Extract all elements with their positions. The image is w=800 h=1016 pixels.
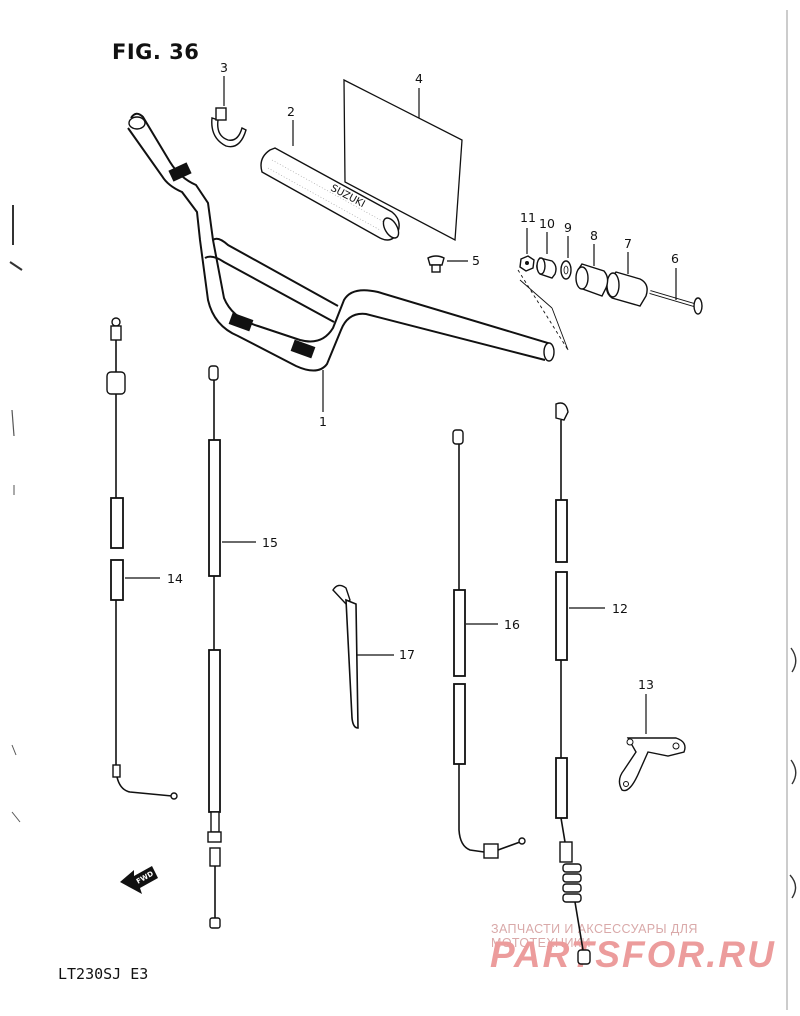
washer [560, 236, 572, 280]
handlebar-pad: SUZUKI [260, 120, 400, 241]
handlebar [127, 112, 555, 412]
bar-end-bolt [649, 268, 703, 315]
forward-arrow-icon: FWD [120, 866, 158, 894]
part-label-9: 9 [564, 220, 572, 235]
part-label-8: 8 [590, 228, 598, 243]
assembly-guide-lines [517, 269, 569, 351]
screw [427, 255, 468, 273]
cable-15 [207, 365, 256, 929]
part-label-10: 10 [539, 216, 555, 231]
watermark-logo: PARTSFOR.RU [490, 934, 776, 975]
part-label-14: 14 [167, 571, 183, 586]
bracket-13 [618, 694, 686, 792]
nut [519, 228, 535, 272]
cable-12 [555, 402, 605, 965]
part-label-1: 1 [319, 414, 327, 429]
part-label-13: 13 [638, 677, 654, 692]
part-label-15: 15 [262, 535, 278, 550]
watermark-tagline: ЗАПЧАСТИ И АКСЕССУАРЫ ДЛЯ МОТОТЕХНИКИ [491, 922, 698, 950]
part-label-2: 2 [287, 104, 295, 119]
bar-end-weight [605, 252, 648, 307]
part-label-6: 6 [671, 251, 679, 266]
scan-edge-marks [9, 10, 797, 1010]
part-label-7: 7 [624, 236, 632, 251]
model-code: LT230SJ E3 [58, 965, 149, 983]
part-label-11: 11 [520, 210, 536, 225]
cable-guide-17 [332, 584, 394, 729]
part-label-5: 5 [472, 253, 480, 268]
figure-title: FIG. 36 [112, 40, 200, 64]
part-label-3: 3 [220, 60, 228, 75]
part-label-12: 12 [612, 601, 628, 616]
strap-clip [211, 76, 247, 148]
cable-14 [106, 317, 178, 800]
cable-16 [452, 429, 526, 859]
part-label-17: 17 [399, 647, 415, 662]
damper [575, 244, 609, 297]
collar [536, 232, 557, 279]
label-sheet [343, 78, 463, 242]
part-label-4: 4 [415, 71, 423, 86]
part-label-16: 16 [504, 617, 520, 632]
